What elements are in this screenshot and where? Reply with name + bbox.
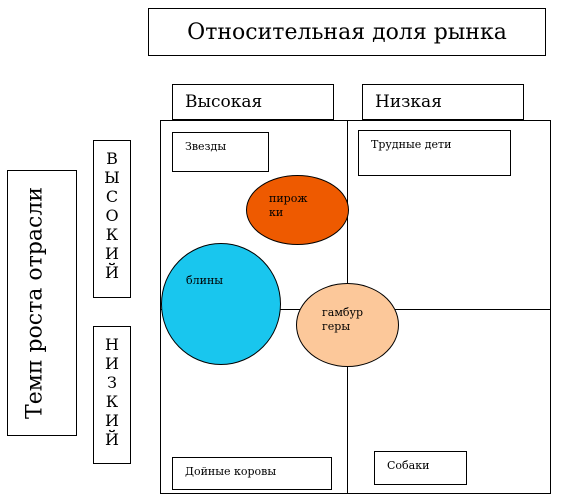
row-label-high-letter: Й — [105, 263, 119, 282]
bubble-pirozhki: пирож ки — [246, 175, 349, 245]
row-label-low: Н И З К И Й — [93, 326, 131, 464]
quadrant-label-problem-children: Трудные дети — [358, 130, 511, 176]
quadrant-label-dogs: Собаки — [374, 451, 467, 485]
quadrant-label-cash-cows: Дойные коровы — [172, 457, 332, 490]
column-header-high: Высокая — [172, 84, 334, 120]
y-axis-title: Темп роста отрасли — [22, 187, 48, 419]
bubble-bliny: блины — [161, 243, 281, 365]
row-label-high-letter: К — [105, 225, 119, 244]
quadrant-label-stars: Звезды — [172, 132, 269, 172]
row-label-low-letter: И — [105, 354, 119, 373]
row-label-high-letter: Ы — [104, 168, 120, 187]
row-label-low-letter: З — [107, 373, 117, 392]
row-label-low-letter: И — [105, 411, 119, 430]
row-label-low-letter: Й — [105, 430, 119, 449]
row-label-low-letter: К — [105, 392, 119, 411]
bubble-gamburgery-label: гамбур геры — [322, 306, 364, 333]
row-label-high-letter: И — [105, 244, 119, 263]
bubble-pirozhki-label: пирож ки — [269, 192, 308, 219]
row-label-high-letter: С — [105, 187, 119, 206]
column-header-low: Низкая — [362, 84, 524, 120]
bubble-bliny-label: блины — [186, 274, 224, 287]
row-label-high: В Ы С О К И Й — [93, 140, 131, 298]
diagram-title: Относительная доля рынка — [148, 8, 546, 56]
row-label-high-letter: В — [106, 149, 118, 168]
y-axis-title-box — [7, 170, 77, 436]
bubble-gamburgery: гамбур геры — [296, 283, 399, 367]
row-label-low-letter: Н — [105, 335, 119, 354]
row-label-high-letter: О — [105, 206, 119, 225]
